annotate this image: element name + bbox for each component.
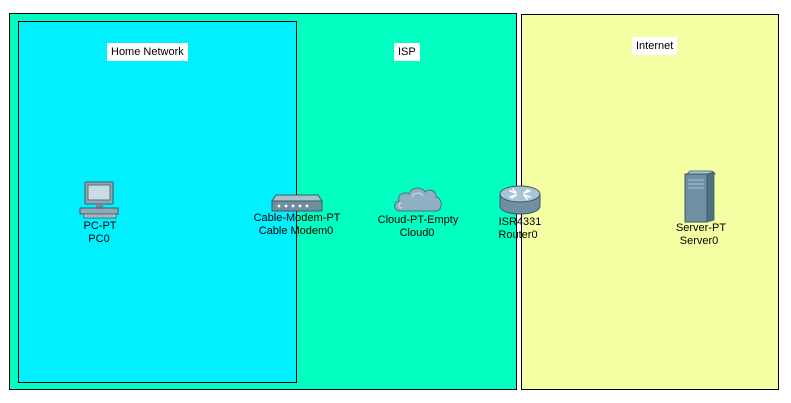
cloud-model-label: Cloud-PT-Empty (377, 214, 459, 226)
isp-label[interactable]: ISP (394, 43, 420, 61)
home-network-label[interactable]: Home Network (107, 43, 188, 61)
router-model-label: ISR4331 (498, 216, 542, 228)
cloud-name-label: Cloud0 (399, 227, 435, 239)
pc0-name-label: PC0 (88, 233, 110, 245)
device-cable-modem0[interactable] (270, 192, 324, 219)
cloud-icon (394, 187, 442, 212)
device-router0[interactable] (497, 184, 543, 221)
router-name-label: Router0 (498, 229, 538, 241)
server-name-label: Server0 (679, 235, 719, 247)
device-cloud0[interactable] (392, 184, 444, 219)
server-icon (684, 170, 716, 223)
modem-name-label: Cable Modem0 (258, 225, 334, 237)
internet-label[interactable]: Internet (632, 37, 678, 55)
device-pc0[interactable] (78, 181, 122, 226)
pc-icon (79, 181, 119, 219)
device-server0[interactable] (684, 170, 716, 229)
router-icon (499, 185, 541, 215)
server-model-label: Server-PT (675, 222, 727, 234)
cable-modem-icon (271, 194, 323, 212)
internet-zone[interactable] (521, 14, 779, 390)
home-network-zone[interactable] (18, 21, 297, 383)
pc0-model-label: PC-PT (83, 220, 117, 232)
modem-model-label: Cable-Modem-PT (253, 212, 341, 224)
